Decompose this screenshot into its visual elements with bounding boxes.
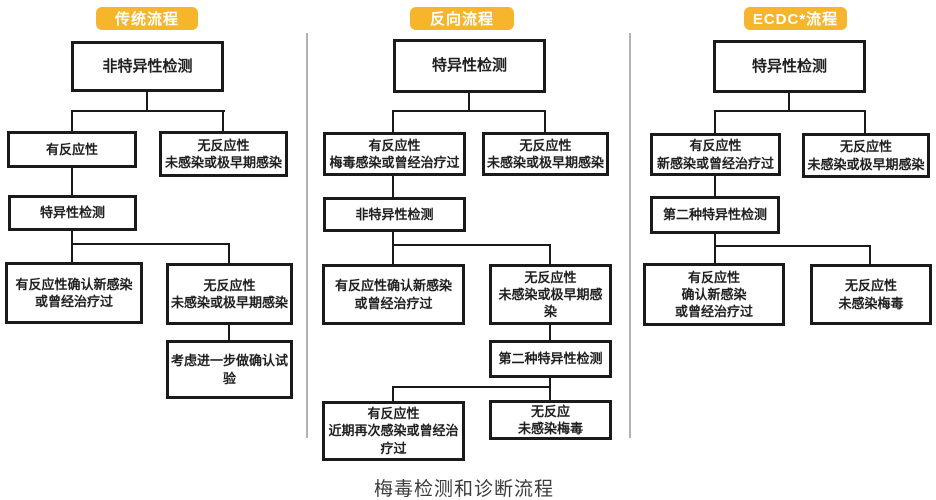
connector-line xyxy=(392,386,551,388)
connector-line xyxy=(788,93,790,112)
rev-node-second-specific-test: 第二种特异性检测 xyxy=(489,340,612,378)
connector-line xyxy=(71,231,73,245)
connector-line xyxy=(392,110,394,132)
badge-ecdc-process: ECDC*流程 xyxy=(744,7,847,30)
rev-node-reactive-syphilis-or-treated: 有反应性 梅毒感染或曾经治疗过 xyxy=(323,132,466,176)
connector-line xyxy=(392,232,394,246)
trad-node-nonreactive-uninfected-or-very-early: 无反应性 未感染或极早期感染 xyxy=(159,131,288,177)
connector-line xyxy=(392,244,394,264)
connector-line xyxy=(228,325,230,340)
badge-traditional-process: 传统流程 xyxy=(96,7,198,30)
ecdc-node-nonreactive-no-syphilis: 无反应性 未感染梅毒 xyxy=(810,264,932,325)
connector-line xyxy=(146,92,148,112)
connector-line xyxy=(714,234,716,247)
trad-node-consider-confirmatory-test: 考虑进一步做确认试 验 xyxy=(166,340,293,399)
connector-line xyxy=(714,176,716,196)
connector-line xyxy=(392,176,394,197)
connector-line xyxy=(544,110,546,132)
connector-line xyxy=(392,244,551,246)
rev-node-reactive-recent-reinfection-or-treated: 有反应性 近期再次感染或曾经治 疗过 xyxy=(322,401,465,461)
ecdc-node-nonreactive-uninfected-or-very-early: 无反应性 未感染或极早期感染 xyxy=(802,133,930,178)
connector-line xyxy=(71,243,73,262)
connector-line xyxy=(228,243,230,263)
connector-line xyxy=(71,110,73,131)
trad-node-reactive: 有反应性 xyxy=(7,131,137,168)
badge-reverse-process: 反向流程 xyxy=(410,7,514,30)
rev-node-nonreactive-uninfected-or-very-early: 无反应性 未感染或极早期感染 xyxy=(482,132,609,176)
rev-node-nonreactive-no-syphilis: 无反应 未感染梅毒 xyxy=(489,400,612,440)
connector-line xyxy=(549,386,551,400)
trad-node-specific-test: 特异性检测 xyxy=(8,195,137,231)
connector-line xyxy=(864,110,866,133)
column-divider xyxy=(306,33,308,438)
connector-line xyxy=(71,168,73,195)
rev-node-reactive-confirm-new-or-treated: 有反应性确认新感染 或曾经治疗过 xyxy=(322,264,465,325)
rev-node-specific-test: 特异性检测 xyxy=(393,39,546,93)
connector-line xyxy=(714,110,716,133)
connector-line xyxy=(549,325,551,340)
diagram-caption: 梅毒检测和诊断流程 xyxy=(373,479,554,500)
ecdc-node-second-specific-test: 第二种特异性检测 xyxy=(650,196,780,234)
connector-line xyxy=(392,386,394,401)
connector-line xyxy=(869,245,871,264)
connector-line xyxy=(714,245,716,263)
connector-line xyxy=(714,245,871,247)
trad-node-reactive-confirm-new-or-treated: 有反应性确认新感染 或曾经治疗过 xyxy=(5,262,143,324)
connector-line xyxy=(71,110,225,112)
connector-line xyxy=(392,110,546,112)
rev-node-nonspecific-test: 非特异性检测 xyxy=(323,197,466,232)
connector-line xyxy=(549,378,551,388)
ecdc-node-reactive-new-or-treated: 有反应性 新感染或曾经治疗过 xyxy=(650,133,781,176)
ecdc-node-specific-test: 特异性检测 xyxy=(713,40,866,93)
trad-node-nonreactive-uninfected-or-very-early-2: 无反应性 未感染或极早期感染 xyxy=(166,263,293,325)
connector-line xyxy=(468,93,470,112)
connector-line xyxy=(222,110,224,131)
connector-line xyxy=(549,244,551,264)
trad-node-nonspecific-test: 非特异性检测 xyxy=(71,41,224,92)
ecdc-node-reactive-confirm-new-or-treated: 有反应性 确认新感染 或曾经治疗过 xyxy=(643,263,785,326)
rev-node-nonreactive-uninfected-or-very-early-2: 无反应性 未感染或极早期感染 xyxy=(489,264,612,325)
column-divider xyxy=(629,33,631,438)
connector-line xyxy=(714,110,866,112)
connector-line xyxy=(71,243,230,245)
